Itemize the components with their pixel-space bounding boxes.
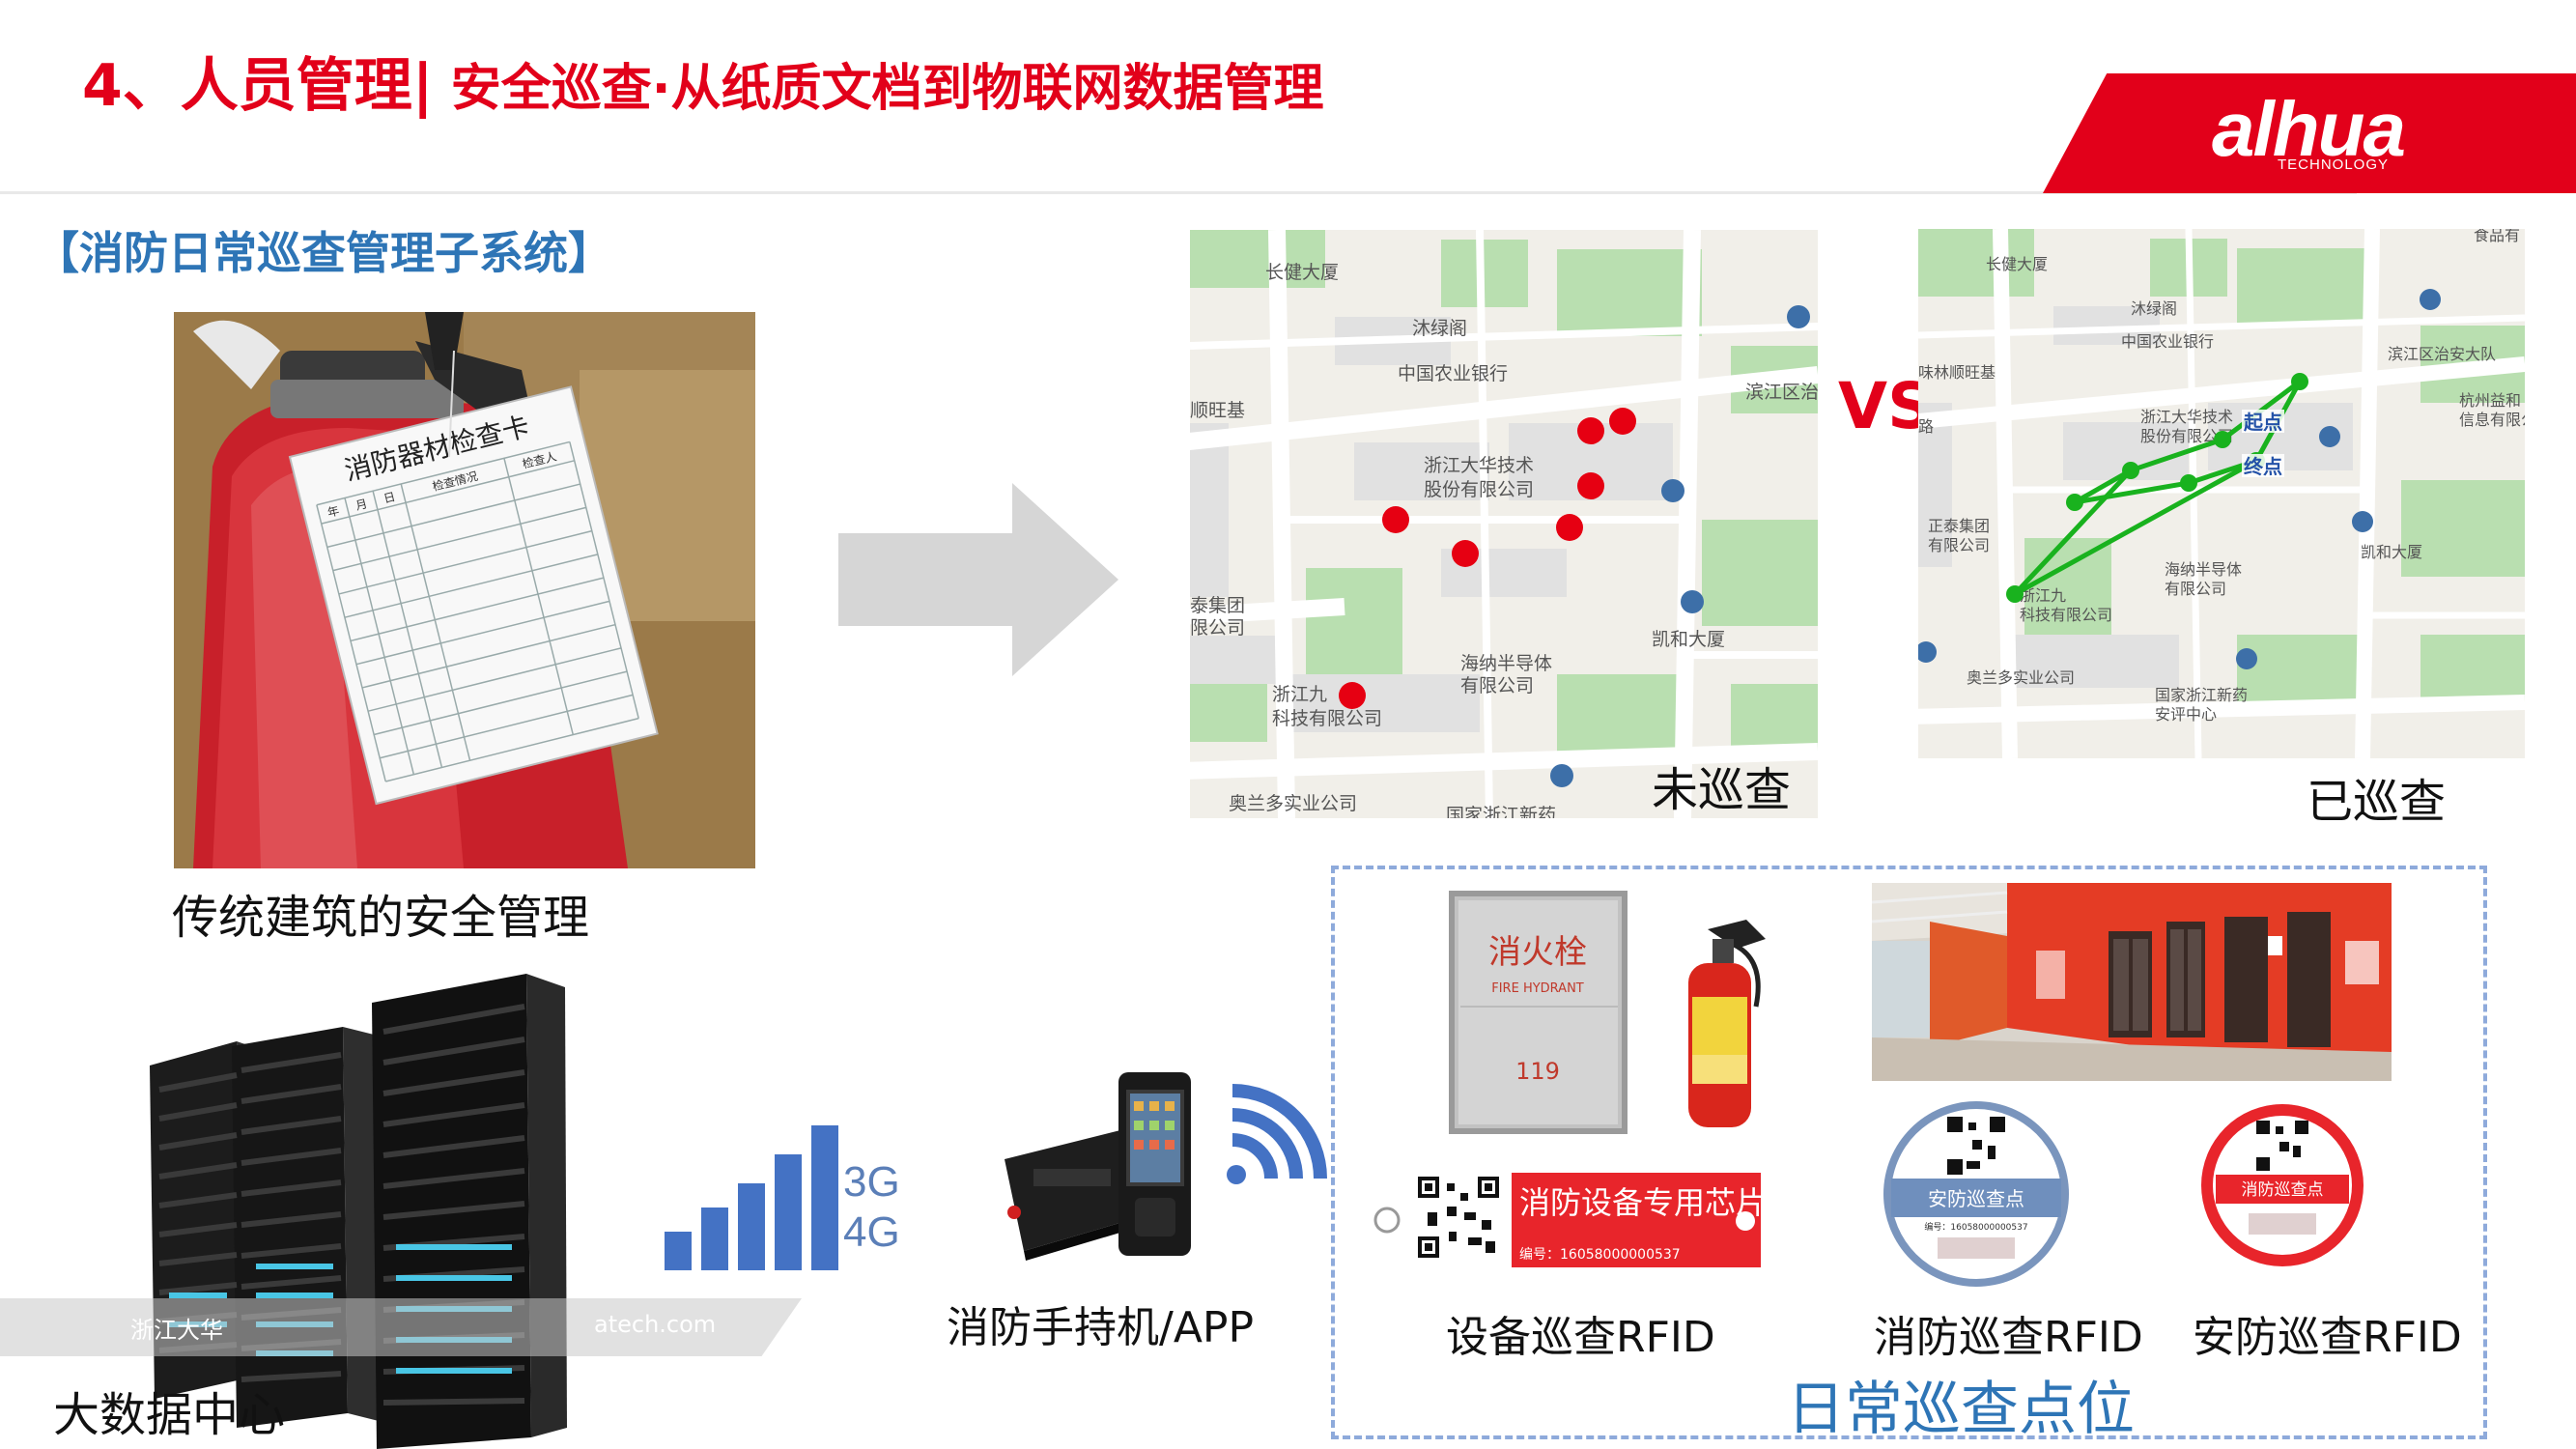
- chip-serial: 编号：16058000000537: [1519, 1247, 1681, 1263]
- security-tag-label: 消防巡查点: [2242, 1180, 2324, 1200]
- card-header-year: 年: [326, 504, 341, 520]
- fire-hydrant-cabinet: 消火栓 FIRE HYDRANT 119: [1449, 891, 1628, 1134]
- hydrant-en: FIRE HYDRANT: [1491, 981, 1584, 996]
- chip-label: 消防设备专用芯片: [1519, 1184, 1768, 1221]
- page-title: 4、人员管理| 安全巡查·从纸质文档到物联网数据管理: [82, 39, 1324, 123]
- security-patrol-caption: 安防巡查RFID: [2193, 1313, 2462, 1362]
- fire-tag-label: 安防巡查点: [1928, 1187, 2024, 1210]
- handheld-device-icon: [1005, 1072, 1191, 1261]
- patrol-points-title: 日常巡查点位: [1787, 1376, 2135, 1443]
- network-label: 3G 4G: [843, 1157, 900, 1258]
- watermark-band: [0, 1298, 802, 1356]
- map2-label: 正泰集团: [1928, 517, 1990, 535]
- map1-label: 科技有限公司: [1272, 708, 1382, 729]
- map2-label: 有限公司: [1928, 536, 1990, 554]
- hydrant-label: 消火栓: [1488, 933, 1587, 972]
- fire-patrol-tag: 安防巡查点 编号：16058000000537: [1883, 1101, 2069, 1287]
- unpatrolled-markers: [1339, 408, 1636, 709]
- section-title: 【消防日常巡查管理子系统】: [35, 227, 612, 279]
- map1-label: 有限公司: [1460, 675, 1534, 696]
- map2-label: 路: [1918, 417, 1934, 436]
- device-patrol-caption: 设备巡查RFID: [1446, 1313, 1715, 1362]
- map2-label: 科技有限公司: [2020, 606, 2112, 624]
- map-patrolled[interactable]: 长健大厦 沐绿阁 中国农业银行 味林顺旺基 滨江区治安大队 杭州益和 信息有限公…: [1918, 229, 2525, 758]
- map2-label: 信息有限公: [2459, 411, 2525, 429]
- dahua-logo: alhua: [2212, 86, 2406, 172]
- device-qr-code: [1373, 1177, 1499, 1258]
- corridor-photo: [1872, 883, 2392, 1081]
- map1-label: 长健大厦: [1265, 262, 1339, 283]
- map1-label: 浙江大华技术: [1424, 455, 1534, 476]
- watermark-right: atech.com: [594, 1311, 717, 1338]
- fire-tag-serial: 编号：16058000000537: [1924, 1221, 2027, 1233]
- map1-label: 限公司: [1190, 617, 1245, 639]
- vs-label: VS: [1838, 369, 1934, 443]
- page-title-main: 4、人员管理|: [82, 52, 434, 120]
- fire-patrol-caption: 消防巡查RFID: [1874, 1313, 2143, 1362]
- map1-label: 沐绿阁: [1412, 318, 1467, 339]
- map2-label: 味林顺旺基: [1918, 363, 1996, 382]
- security-patrol-tag: 消防巡查点: [2201, 1104, 2364, 1266]
- map2-label: 安评中心: [2155, 705, 2217, 724]
- map2-label: 滨江区治安大队: [2388, 345, 2496, 363]
- card-header-month: 月: [354, 497, 369, 512]
- card-header-day: 日: [382, 490, 397, 505]
- extinguisher-photo-art: 消防器材检查卡 年 月 日 检查情况 检查人: [174, 312, 755, 868]
- network-4g: 4G: [843, 1208, 900, 1256]
- unpatrolled-caption: 未巡查: [1652, 763, 1792, 817]
- map1-label: 中国农业银行: [1398, 363, 1508, 384]
- patrol-points-panel: [1331, 866, 2487, 1439]
- map2-label: 食品有: [2474, 229, 2520, 244]
- fire-extinguisher-icon: [1688, 920, 1766, 1127]
- title-divider: [0, 191, 2357, 194]
- logo-band: [2043, 73, 2576, 193]
- network-3g: 3G: [843, 1158, 900, 1206]
- map2-label: 凯和大厦: [2361, 543, 2422, 561]
- rfid-chip-tag: 消防设备专用芯片 编号：16058000000537: [1512, 1173, 1767, 1267]
- map1-label: 国家浙江新药: [1446, 805, 1556, 818]
- page-title-sub: 安全巡查·从纸质文档到物联网数据管理: [433, 60, 1324, 118]
- map1-label: 凯和大厦: [1652, 629, 1725, 650]
- wireless-signal-icon: [1227, 1084, 1327, 1184]
- map2-label: 沐绿阁: [2131, 299, 2177, 318]
- route-start-label: 起点: [2243, 411, 2282, 434]
- dahua-logo-sub: TECHNOLOGY: [2278, 156, 2390, 173]
- map1-label: 浙江九: [1272, 684, 1327, 705]
- map2-label: 奥兰多实业公司: [1967, 668, 2075, 687]
- map-unpatrolled[interactable]: 长健大厦 沐绿阁 中国农业银行 顺旺基 浙江大华技术 股份有限公司 滨江区治 泰…: [1190, 230, 1818, 818]
- map1-label: 滨江区治: [1745, 382, 1818, 403]
- map2-label: 浙江大华技术: [2140, 408, 2233, 426]
- extinguisher-photo: 消防器材检查卡 年 月 日 检查情况 检查人: [174, 312, 755, 868]
- map2-label: 股份有限公司: [2140, 427, 2233, 445]
- watermark-left: 浙江大华: [130, 1317, 223, 1344]
- map1-label: 股份有限公司: [1424, 479, 1534, 500]
- map1-label: 海纳半导体: [1460, 653, 1552, 674]
- handheld-caption: 消防手持机/APP: [947, 1303, 1254, 1352]
- map2-label: 海纳半导体: [2165, 560, 2242, 579]
- map1-label: 奥兰多实业公司: [1229, 793, 1357, 814]
- map2-label: 有限公司: [2165, 580, 2226, 598]
- map1-label: 顺旺基: [1190, 400, 1245, 421]
- map2-label: 国家浙江新药: [2155, 686, 2248, 704]
- map2-label: 中国农业银行: [2121, 332, 2214, 351]
- patrolled-caption: 已巡查: [2307, 775, 2447, 829]
- datacenter-caption: 大数据中心: [53, 1388, 286, 1442]
- traditional-caption: 传统建筑的安全管理: [172, 891, 590, 945]
- map2-label: 长健大厦: [1986, 255, 2048, 273]
- map2-label: 浙江九: [2020, 586, 2066, 605]
- route-end-label: 终点: [2244, 455, 2282, 478]
- map2-label: 杭州益和: [2459, 391, 2521, 410]
- transition-arrow: [838, 483, 1118, 676]
- map1-label: 泰集团: [1190, 595, 1245, 616]
- signal-bars-icon: [665, 1125, 838, 1270]
- hydrant-num: 119: [1515, 1058, 1560, 1085]
